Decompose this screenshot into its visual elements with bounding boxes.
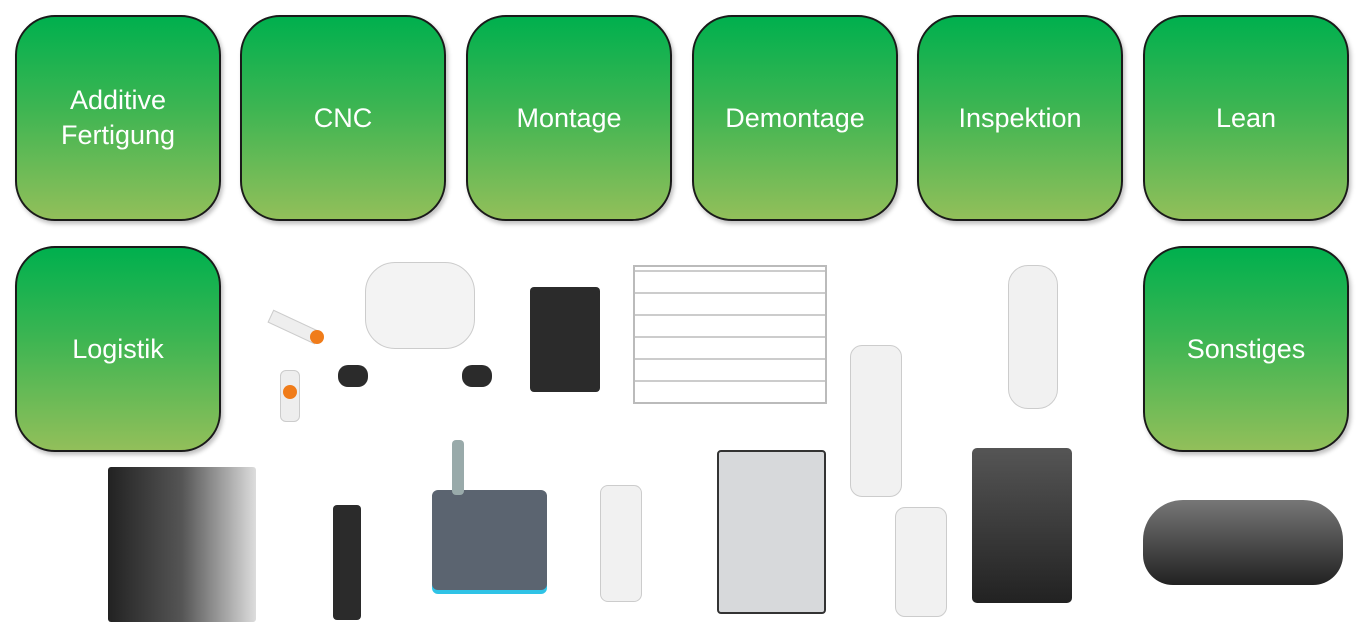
service-robot-image (600, 485, 642, 602)
tile-label: Montage (516, 102, 622, 133)
vr-headset-image (365, 262, 475, 349)
tile-label: Additive Fertigung (60, 85, 176, 150)
small-robot-arm-image (895, 507, 947, 617)
tile-demontage[interactable]: Demontage (692, 15, 898, 221)
tile-label: Lean (1215, 102, 1277, 133)
tile-inspektion[interactable]: Inspektion (917, 15, 1123, 221)
lean-workbench-image (633, 265, 827, 404)
tile-cnc[interactable]: CNC (240, 15, 446, 221)
industrial-robot-arm-image (850, 345, 902, 497)
vr-controller-left-image (338, 365, 368, 387)
tile-label: Inspektion (958, 102, 1082, 133)
tile-label: Logistik (72, 333, 164, 364)
pepper-robot-image (1008, 265, 1058, 409)
ar-glasses-image (1143, 500, 1343, 585)
tile-label: Demontage (725, 102, 865, 133)
tile-label: Sonstiges (1186, 333, 1306, 364)
cnc-machine-image (108, 467, 256, 622)
tile-logistik[interactable]: Logistik (15, 246, 221, 452)
3d-printer-image (530, 287, 600, 392)
tile-montage[interactable]: Montage (466, 15, 672, 221)
industrial-3d-printer-image (717, 450, 826, 614)
tile-label: CNC (313, 102, 373, 133)
depowdering-station-image (972, 448, 1072, 603)
telepresence-robot-image (333, 505, 361, 620)
vr-controller-right-image (462, 365, 492, 387)
tile-sonstiges[interactable]: Sonstiges (1143, 246, 1349, 452)
tile-lean[interactable]: Lean (1143, 15, 1349, 221)
mobile-manipulator-image (432, 440, 547, 600)
tile-additive-fertigung[interactable]: Additive Fertigung (15, 15, 221, 221)
cobot-arm-image (258, 300, 328, 425)
